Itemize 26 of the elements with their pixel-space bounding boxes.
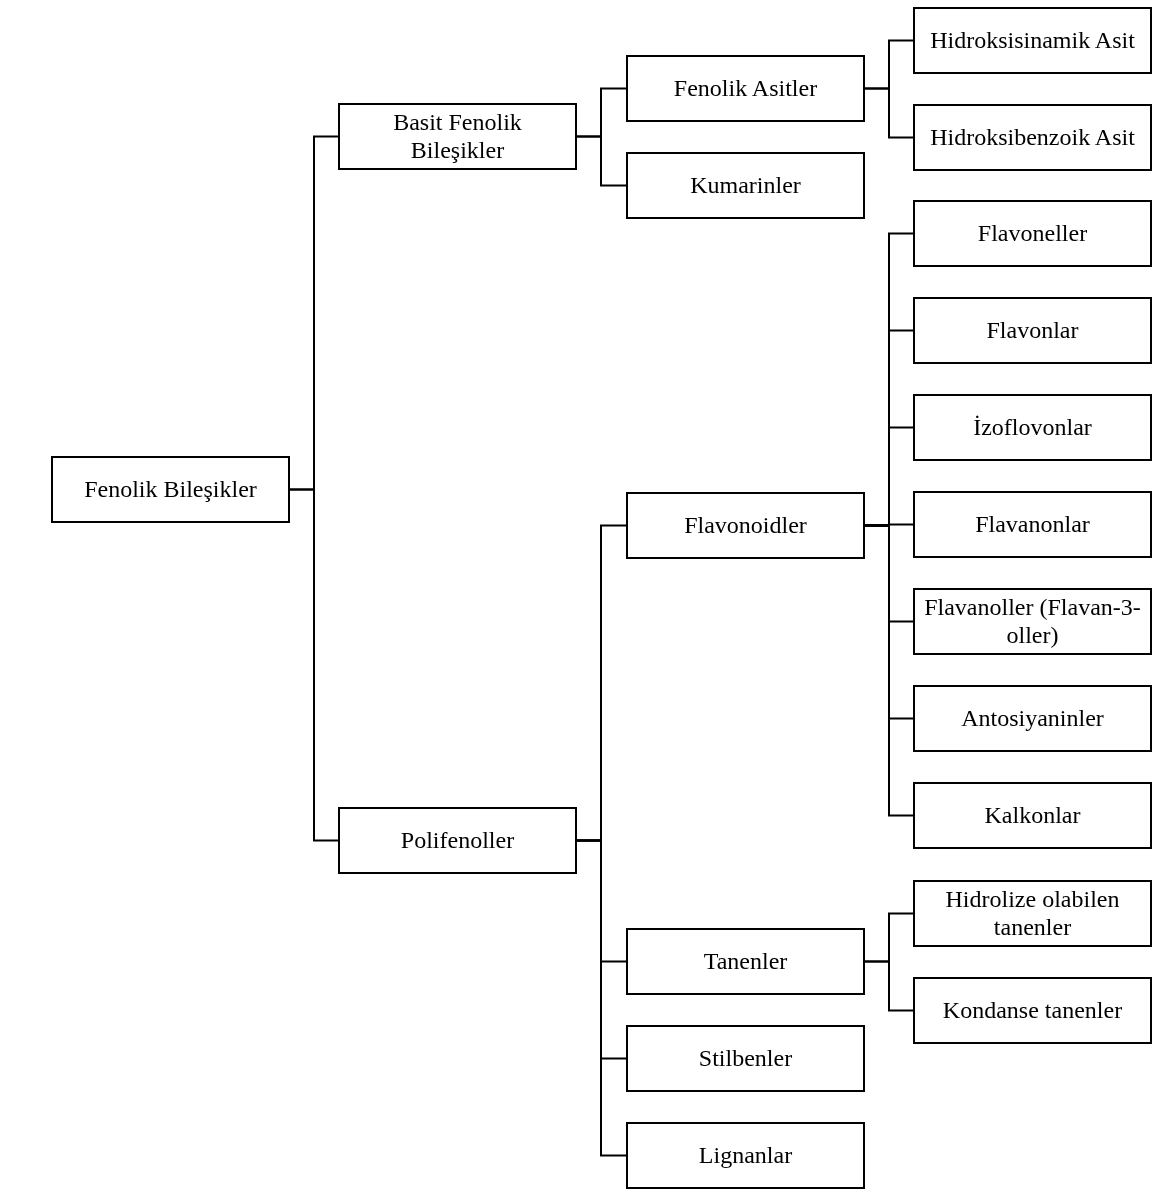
category-box: Basit Fenolik Bileşikler xyxy=(338,103,577,170)
category-box: Tanenler xyxy=(626,928,865,995)
connector-line xyxy=(864,960,914,1012)
category-box: Fenolik Asitler xyxy=(626,55,865,122)
category-box: Antosiyaninler xyxy=(913,685,1152,752)
category-box: Hidroksisinamik Asit xyxy=(913,7,1152,74)
category-box: Hidroksibenzoik Asit xyxy=(913,104,1152,171)
connector-line xyxy=(576,135,627,187)
category-box: Polifenoller xyxy=(338,807,577,874)
category-box: Lignanlar xyxy=(626,1122,865,1189)
connector-line xyxy=(864,87,914,139)
category-box: Flavonoidler xyxy=(626,492,865,559)
category-box: Hidrolize olabilen tanenler xyxy=(913,880,1152,947)
connector-line xyxy=(289,488,339,842)
category-box: İzoflovonlar xyxy=(913,394,1152,461)
category-box: Fenolik Bileşikler xyxy=(51,456,290,523)
category-box: Stilbenler xyxy=(626,1025,865,1092)
category-box: Flavanoller (Flavan-3-oller) xyxy=(913,588,1152,655)
connector-line xyxy=(864,524,914,817)
category-box: Kondanse tanenler xyxy=(913,977,1152,1044)
connector-line xyxy=(576,839,627,1157)
category-box: Kumarinler xyxy=(626,152,865,219)
category-box: Kalkonlar xyxy=(913,782,1152,849)
category-box: Flavoneller xyxy=(913,200,1152,267)
category-box: Flavanonlar xyxy=(913,491,1152,558)
category-box: Flavonlar xyxy=(913,297,1152,364)
